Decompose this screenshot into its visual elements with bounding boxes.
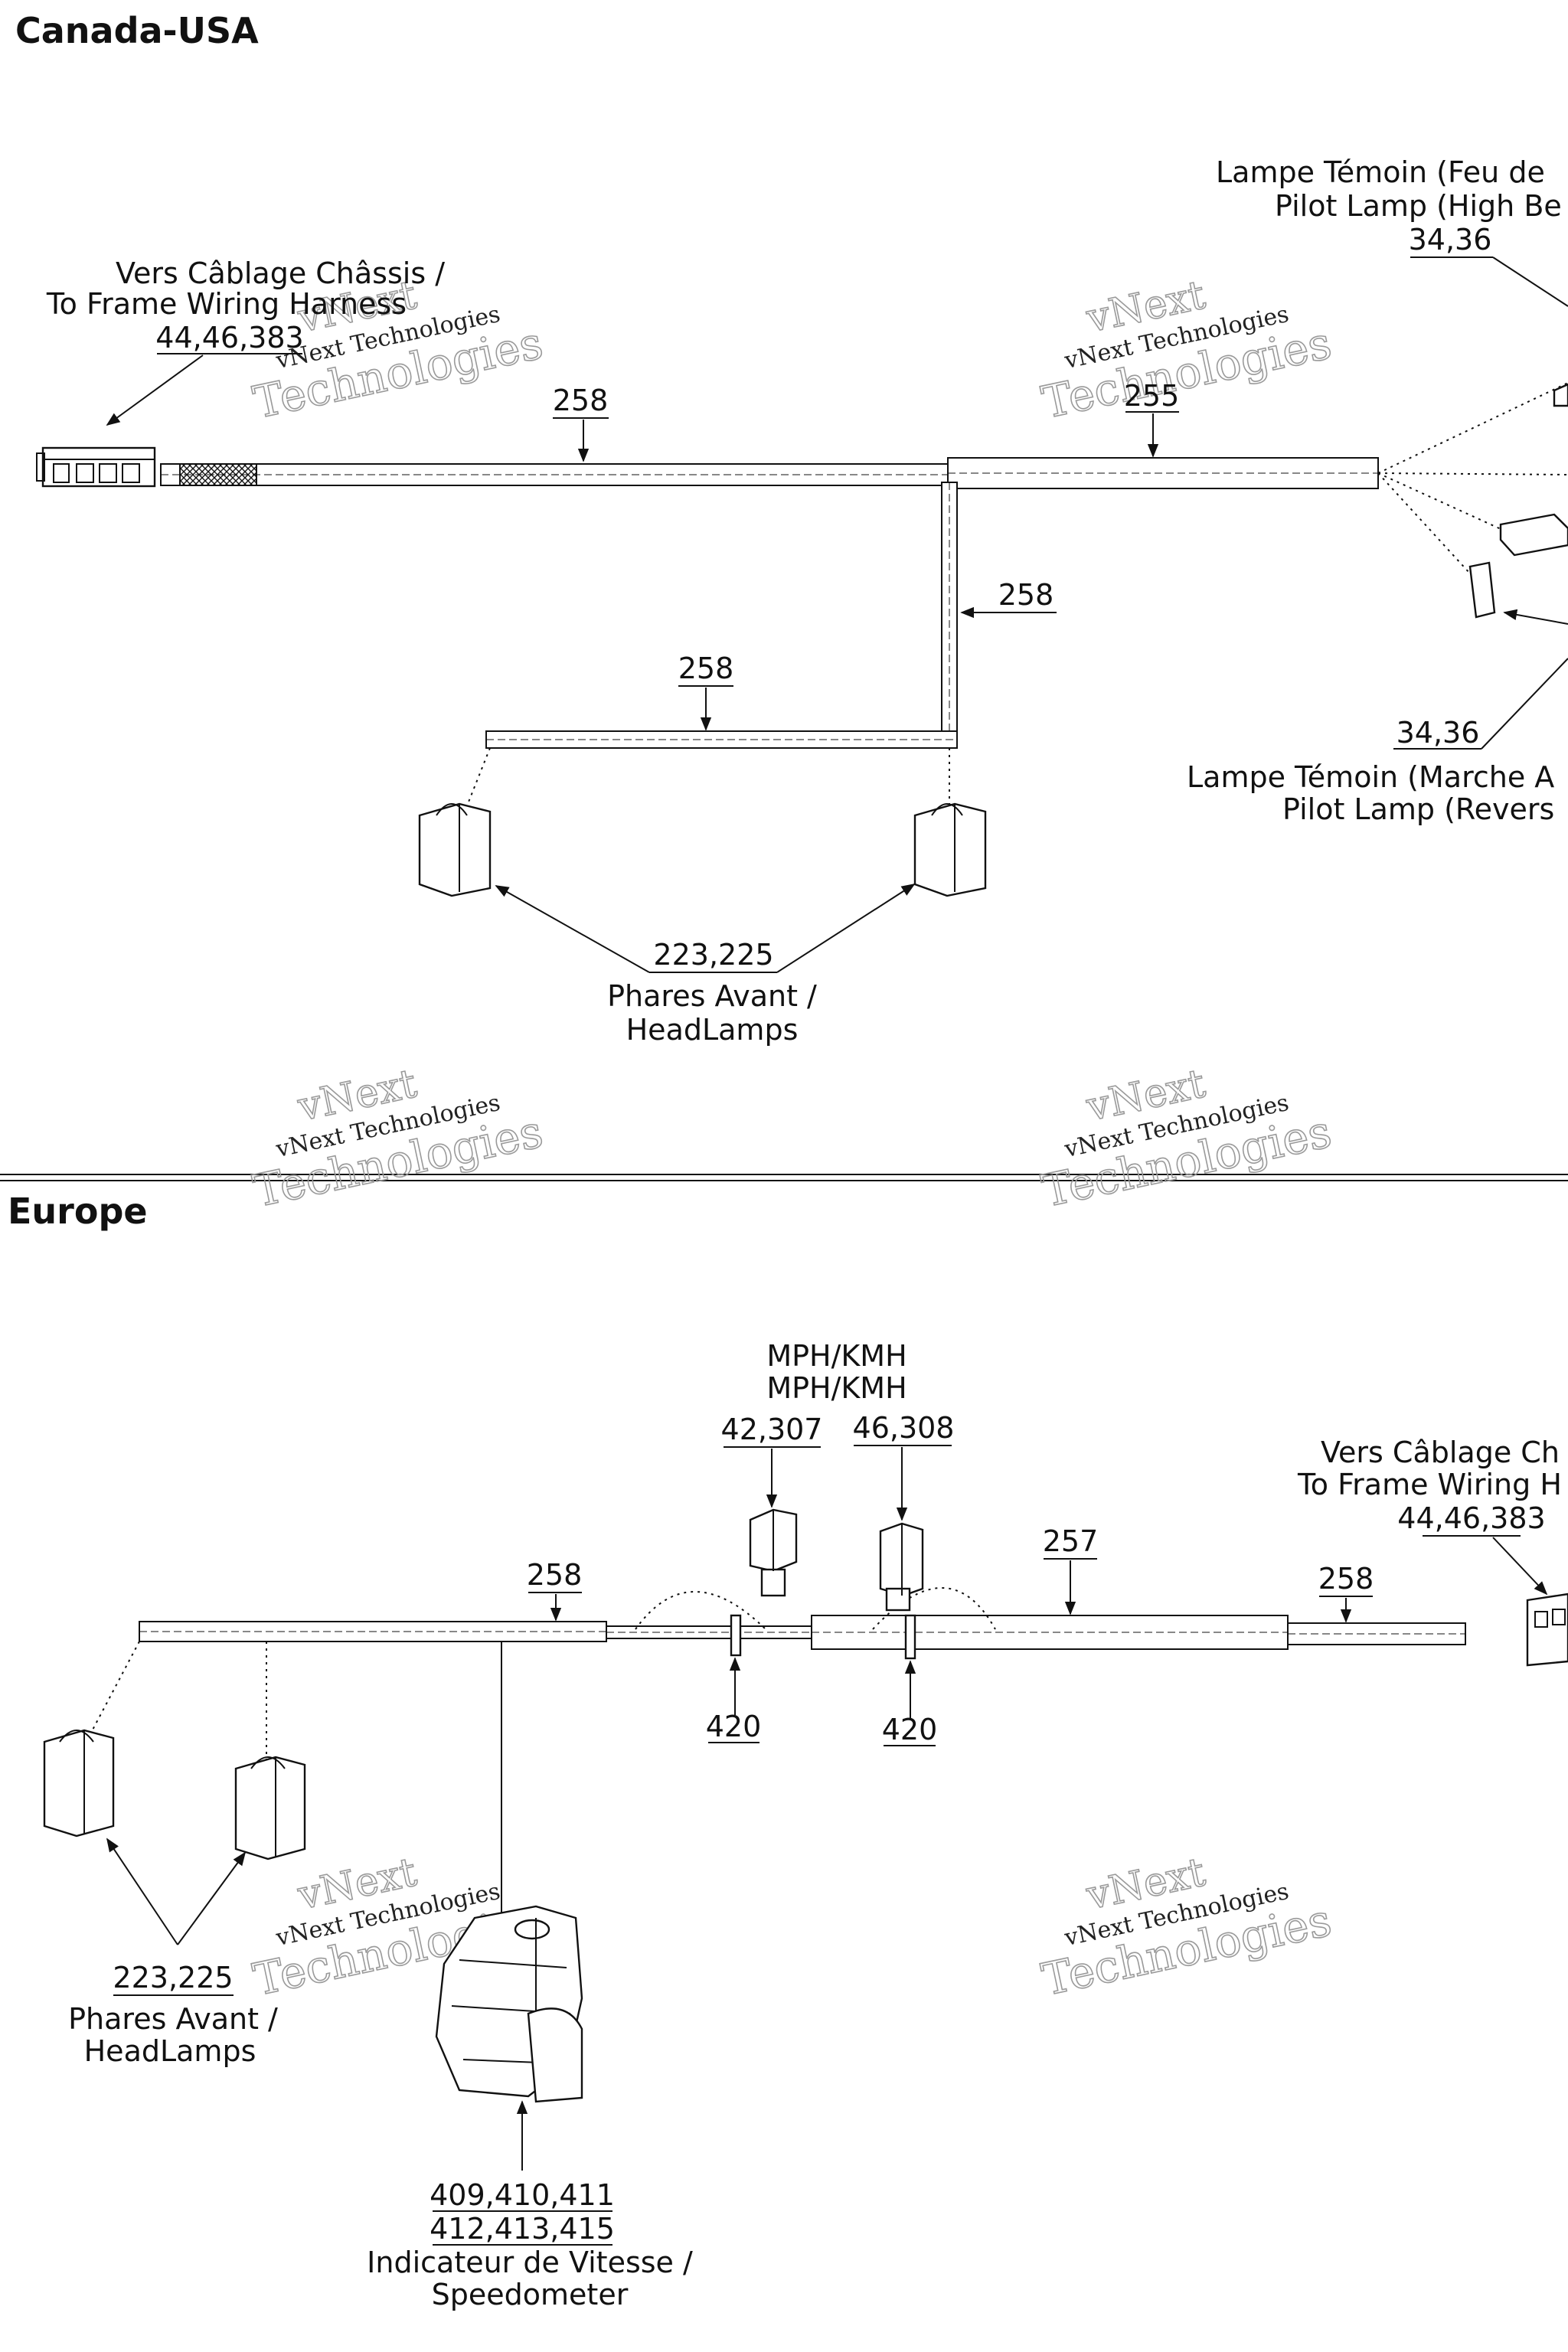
wire-main [160,463,949,486]
clip-b-ref: 420 [882,1713,938,1746]
sensor-connector-icon [879,1522,924,1612]
speedometer-connector-icon [435,1905,583,2103]
headlamp-connector-icon [418,802,492,897]
mph-label-2: MPH/KMH [766,1371,906,1405]
wire-vertical [941,482,958,745]
wire-eu-left-label: 258 [527,1558,583,1592]
pilot-high-ref: 34,36 [1409,223,1492,256]
wire-main-label: 258 [553,384,609,417]
pilot-high-label-en: Pilot Lamp (High Be [1275,189,1562,223]
wire-europe-mid [811,1615,1289,1650]
wire-europe-right [1287,1622,1466,1645]
headlamps-eu-ref: 223,225 [113,1961,233,1994]
sensor-b-ref: 46,308 [853,1411,955,1445]
pilot-reverse-ref: 34,36 [1396,716,1480,750]
section-divider [0,1174,1568,1181]
pilot-lamp-connector-icon [1468,383,1568,619]
frame-harness-connector-icon [1526,1592,1568,1667]
speedometer-ref-1: 409,410,411 [430,2178,615,2212]
wire-eu-right-label: 258 [1318,1562,1374,1596]
pilot-reverse-label-fr: Lampe Témoin (Marche A [1187,760,1554,794]
frame-harness-eu-ref: 44,46,383 [1397,1501,1545,1535]
section-title-europe: Europe [8,1191,148,1232]
headlamps-eu-label-en: HeadLamps [84,2034,256,2068]
headlamps-eu-label-fr: Phares Avant / [68,2002,278,2036]
wire-vertical-label: 258 [998,578,1054,612]
wire-branch-label: 258 [678,652,734,685]
watermark: vNext vNext Technologies Technologies vN… [248,272,1336,2007]
frame-harness-label-en: To Frame Wiring Harness [46,287,407,321]
frame-harness-eu-label-fr: Vers Câblage Ch [1321,1436,1560,1469]
clip-icon [730,1614,742,1657]
headlamps-label-en: HeadLamps [626,1013,799,1047]
clip-a-ref: 420 [706,1710,762,1743]
speedometer-label-en: Speedometer [432,2278,629,2311]
headlamps-label-fr: Phares Avant / [607,979,817,1013]
speedometer-ref-2: 412,413,415 [430,2212,615,2246]
frame-harness-connector-icon [36,446,156,488]
wire-branch [462,730,958,816]
headlamps-ref: 223,225 [653,938,773,972]
sensor-a-ref: 42,307 [721,1413,823,1446]
pilot-reverse-label-en: Pilot Lamp (Revers [1282,792,1554,826]
headlamp-connector-icon [913,802,987,897]
wire-right [947,382,1568,583]
clip-icon [904,1614,916,1660]
headlamp-connector-icon [43,1729,115,1838]
headlamp-connector-icon [234,1756,306,1860]
wire-eu-mid-label: 257 [1043,1524,1099,1558]
frame-harness-eu-label-en: To Frame Wiring H [1297,1468,1562,1501]
sensor-connector-icon [749,1508,798,1597]
pilot-high-label-fr: Lampe Témoin (Feu de [1216,155,1545,189]
section-title-canada: Canada-USA [15,10,259,51]
mph-label-1: MPH/KMH [766,1339,906,1373]
frame-harness-label-fr: Vers Câblage Châssis / [116,256,445,290]
frame-harness-ref: 44,46,383 [155,321,303,354]
wire-right-label: 255 [1124,379,1180,413]
speedometer-label-fr: Indicateur de Vitesse / [367,2246,693,2279]
